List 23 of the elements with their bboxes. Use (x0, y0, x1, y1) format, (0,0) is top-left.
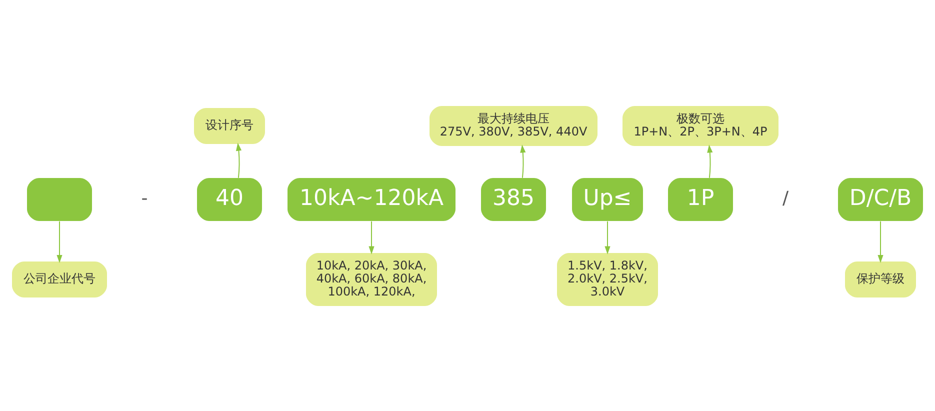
arrow (56, 220, 62, 262)
node-box: 40 (197, 178, 262, 220)
node-box: 最大持续电压 275V, 380V, 385V, 440V (430, 106, 598, 146)
arrow (520, 144, 526, 178)
node-box: 385 (481, 178, 546, 220)
node-box (27, 178, 92, 220)
node-box: 10kA, 20kA, 30kA, 40kA, 60kA, 80kA, 100kA, 120kA, (306, 252, 437, 306)
arrow (368, 220, 374, 254)
node-box: 公司企业代号 (12, 261, 107, 297)
node-box: D/C/B (838, 178, 923, 220)
node-box: Up≤ (572, 178, 643, 220)
arrow (236, 142, 242, 178)
node-box: 设计序号 (194, 108, 265, 144)
label: - (141, 187, 148, 208)
arrow (707, 144, 713, 178)
node-box: 保护等级 (845, 261, 916, 297)
node-box: 10kA~120kA (288, 178, 456, 220)
arrow (604, 220, 610, 254)
label: / (782, 187, 789, 208)
node-box: 极数可选 1P+N、2P、3P+N、4P (622, 106, 778, 146)
arrow (878, 220, 884, 262)
node-box: 1.5kV, 1.8kV, 2.0kV, 2.5kV, 3.0kV (557, 252, 658, 306)
node-box: 1P (668, 178, 733, 220)
